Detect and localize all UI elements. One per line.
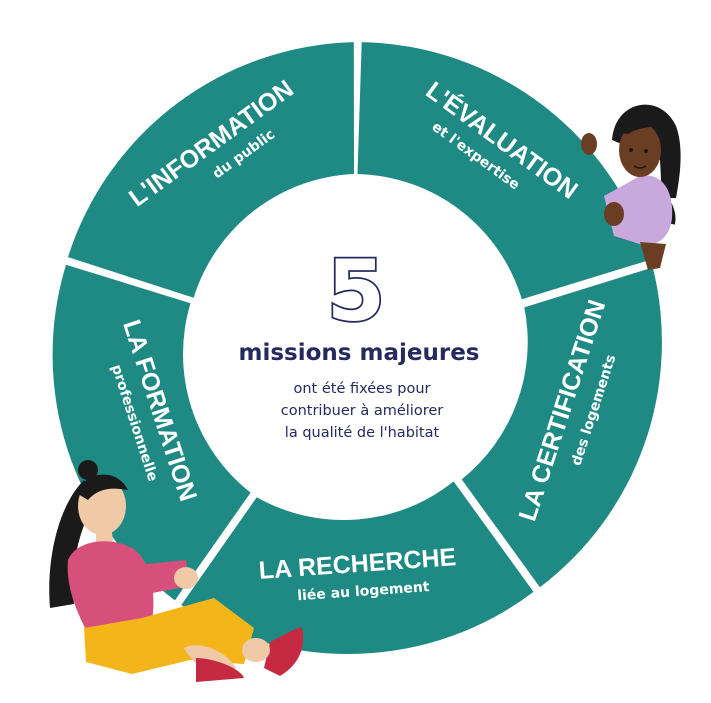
segment-information	[68, 42, 354, 298]
woman-sitting-illustration	[49, 460, 304, 682]
center-line-3: la qualité de l'habitat	[285, 425, 440, 441]
center-line-1: ont été fixées pour	[294, 381, 431, 397]
center-heading: missions majeures	[239, 340, 480, 366]
segment-certification	[461, 267, 662, 588]
woman-peeking-illustration	[581, 104, 681, 270]
center-line-2: contribuer à améliorer	[281, 403, 444, 419]
center-number: 5	[327, 242, 385, 340]
segment-recherche	[181, 481, 534, 655]
segment-evaluation	[357, 42, 651, 300]
